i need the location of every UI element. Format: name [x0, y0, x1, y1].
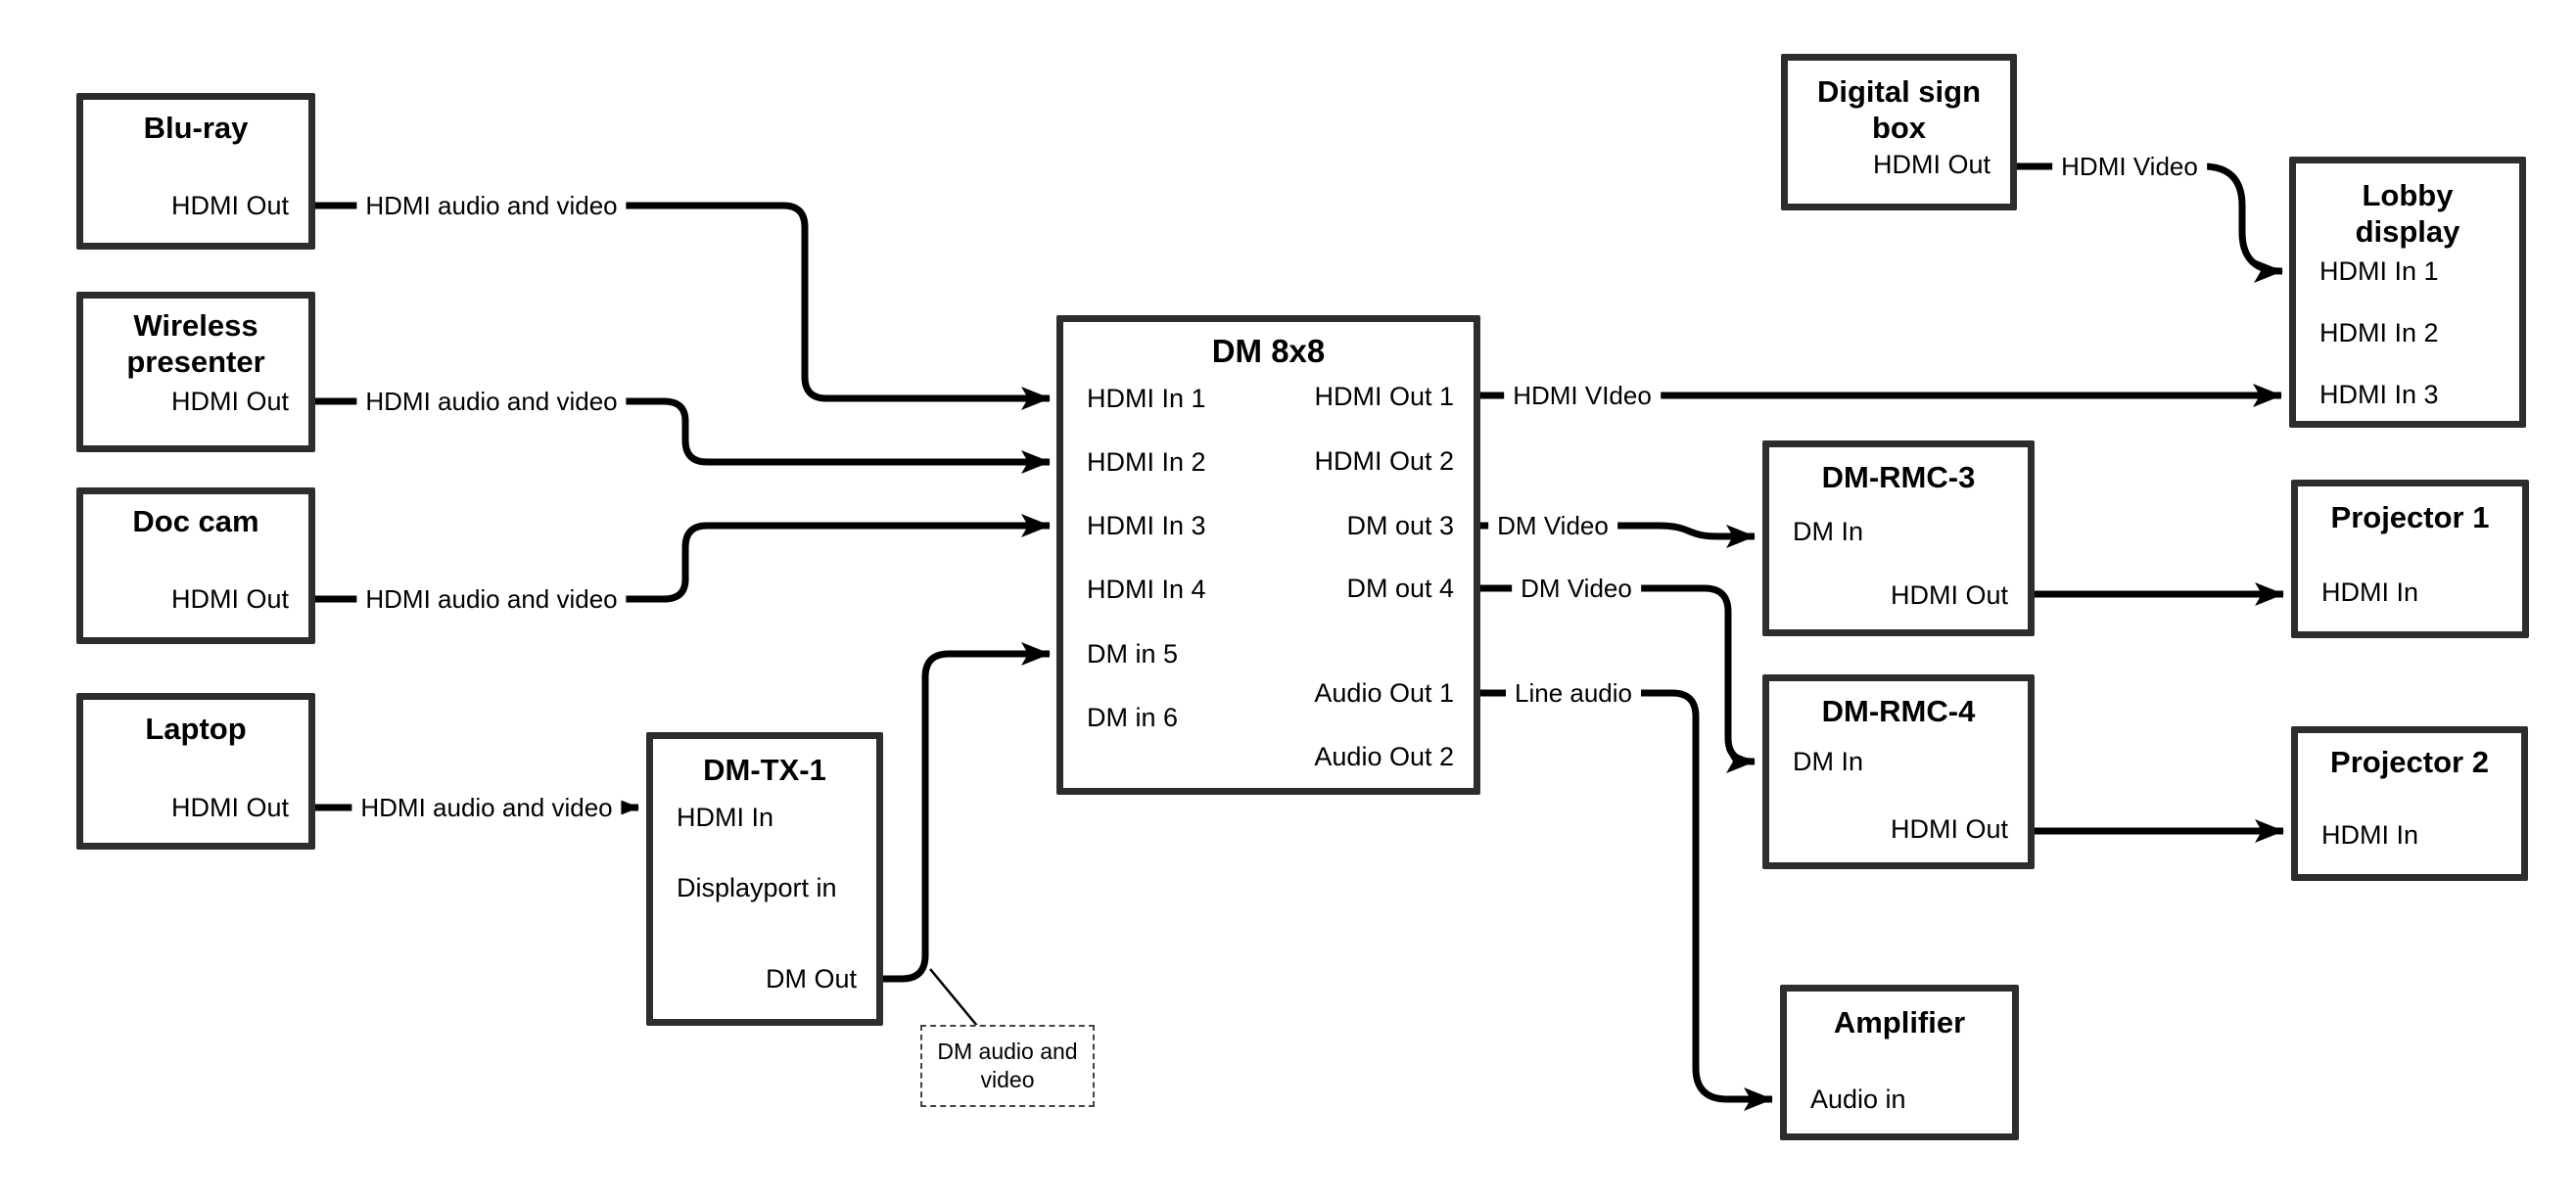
port-doc-cam-hdmi-out: HDMI Out: [170, 584, 289, 614]
wire-dm8x8-out3-to-rmc3: [1480, 522, 1756, 548]
port-dm-tx-1-displayport-in: Displayport in: [677, 873, 837, 902]
wire-label-dm8x8-out3-to-rmc3: DM Video: [1488, 511, 1617, 540]
wire-doccam-to-dm8x8-in3: [315, 514, 1051, 603]
port-projector-1-hdmi-in: HDMI In: [2321, 577, 2419, 607]
wire-label-doccam-to-dm8x8-in3: HDMI audio and video: [356, 584, 627, 614]
node-title-line: Laptop: [145, 712, 247, 746]
node-title-line: Blu-ray: [143, 111, 249, 145]
node-title-bluray: Blu-ray: [83, 110, 308, 146]
node-title-line: DM-RMC-4: [1821, 694, 1976, 728]
port-dm-8x8-hdmi-out-1: HDMI Out 1: [1314, 382, 1454, 411]
node-title-line: Projector 1: [2330, 500, 2490, 534]
port-laptop-hdmi-out: HDMI Out: [170, 793, 289, 822]
node-title-line: presenter: [126, 345, 265, 379]
wire-dm8x8-audio1-to-amp: [1480, 689, 1773, 1111]
node-title-line: DM-TX-1: [703, 753, 826, 787]
port-lobby-display-hdmi-in-2: HDMI In 2: [2319, 318, 2439, 347]
node-title-dm-rmc-4: DM-RMC-4: [1769, 693, 2028, 729]
wire-label-wireless-to-dm8x8-in2: HDMI audio and video: [356, 387, 627, 416]
port-bluray-hdmi-out: HDMI Out: [170, 191, 289, 220]
node-title-line: Digital sign: [1816, 74, 1982, 109]
wire-bluray-to-dm8x8-in1: [315, 202, 1051, 410]
port-dm-8x8-dm-out-3: DM out 3: [1346, 511, 1454, 540]
note-text-line: DM audio and: [937, 1039, 1078, 1064]
port-dm-8x8-hdmi-in-4: HDMI In 4: [1087, 575, 1206, 604]
node-title-projector-1: Projector 1: [2298, 499, 2522, 535]
wire-dmtx1-to-dm8x8-in5: [883, 642, 1051, 983]
port-dm-rmc-3-dm-in: DM In: [1793, 517, 1864, 546]
note-callout-line: [929, 968, 978, 1027]
port-lobby-display-hdmi-in-1: HDMI In 1: [2319, 256, 2439, 286]
port-dm-tx-1-dm-out: DM Out: [765, 964, 857, 993]
node-title-line: display: [2355, 214, 2460, 249]
port-dm-8x8-audio-out-2: Audio Out 2: [1314, 742, 1454, 771]
node-title-line: Doc cam: [132, 504, 259, 538]
wire-dm8x8-out4-to-rmc4: [1480, 584, 1756, 773]
port-wireless-presenter-hdmi-out: HDMI Out: [170, 387, 289, 416]
note-text-line: video: [980, 1067, 1035, 1092]
node-title-dm-8x8: DM 8x8: [1063, 333, 1474, 369]
wire-label-dm8x8-out1-to-lobby-in3: HDMI VIdeo: [1504, 381, 1661, 410]
port-dm-rmc-3-hdmi-out: HDMI Out: [1890, 580, 2008, 610]
port-dm-8x8-hdmi-in-2: HDMI In 2: [1087, 447, 1206, 477]
port-dm-8x8-dm-in-5: DM in 5: [1087, 639, 1179, 669]
port-amplifier-audio-in: Audio in: [1810, 1085, 1906, 1114]
wire-label-digitalsign-to-lobby-in1: HDMI Video: [2052, 152, 2207, 181]
node-title-projector-2: Projector 2: [2298, 744, 2521, 780]
port-digital-sign-box-hdmi-out: HDMI Out: [1872, 150, 1991, 179]
port-dm-8x8-hdmi-in-3: HDMI In 3: [1087, 511, 1206, 540]
wire-label-bluray-to-dm8x8-in1: HDMI audio and video: [356, 191, 627, 220]
port-dm-rmc-4-hdmi-out: HDMI Out: [1890, 814, 2008, 844]
node-dm-rmc-4: DM-RMC-4 DM In HDMI Out: [1762, 674, 2035, 869]
wire-label-dm8x8-audio1-to-amp: Line audio: [1506, 678, 1641, 708]
node-title-dm-tx-1: DM-TX-1: [653, 752, 876, 788]
port-dm-tx-1-hdmi-in: HDMI In: [677, 803, 774, 832]
node-dm-rmc-3: DM-RMC-3 DM In HDMI Out: [1762, 440, 2035, 636]
node-title-line: box: [1871, 111, 1927, 145]
node-title-laptop: Laptop: [83, 711, 308, 747]
port-dm-8x8-hdmi-out-2: HDMI Out 2: [1314, 446, 1454, 476]
node-projector-2: Projector 2 HDMI In: [2291, 726, 2528, 881]
node-title-line: Projector 2: [2330, 745, 2489, 779]
port-dm-8x8-audio-out-1: Audio Out 1: [1314, 678, 1454, 708]
port-lobby-display-hdmi-in-3: HDMI In 3: [2319, 380, 2439, 409]
node-title-line: DM-RMC-3: [1821, 460, 1976, 494]
wire-label-laptop-to-dmtx1: HDMI audio and video: [351, 793, 622, 822]
node-title-amplifier: Amplifier: [1787, 1004, 2012, 1040]
node-title-line: DM 8x8: [1211, 333, 1326, 369]
wire-wireless-to-dm8x8-in2: [315, 397, 1051, 474]
node-title-line: Amplifier: [1833, 1005, 1966, 1039]
port-dm-rmc-4-dm-in: DM In: [1793, 747, 1864, 776]
port-dm-8x8-hdmi-in-1: HDMI In 1: [1087, 384, 1206, 413]
port-dm-8x8-dm-out-4: DM out 4: [1346, 574, 1454, 603]
wire-label-dm8x8-out4-to-rmc4: DM Video: [1512, 574, 1641, 603]
node-projector-1: Projector 1 HDMI In: [2291, 480, 2529, 638]
note-dm-audio-and-video: DM audio and video: [920, 1025, 1095, 1107]
port-projector-2-hdmi-in: HDMI In: [2321, 820, 2419, 850]
node-title-line: Wireless: [133, 308, 258, 343]
node-title-doc-cam: Doc cam: [83, 503, 308, 539]
wire-digitalsign-to-lobby-in1: [2017, 162, 2283, 283]
node-title-line: Lobby: [2362, 178, 2454, 212]
port-dm-8x8-dm-in-6: DM in 6: [1087, 703, 1179, 732]
node-title-dm-rmc-3: DM-RMC-3: [1769, 459, 2028, 495]
